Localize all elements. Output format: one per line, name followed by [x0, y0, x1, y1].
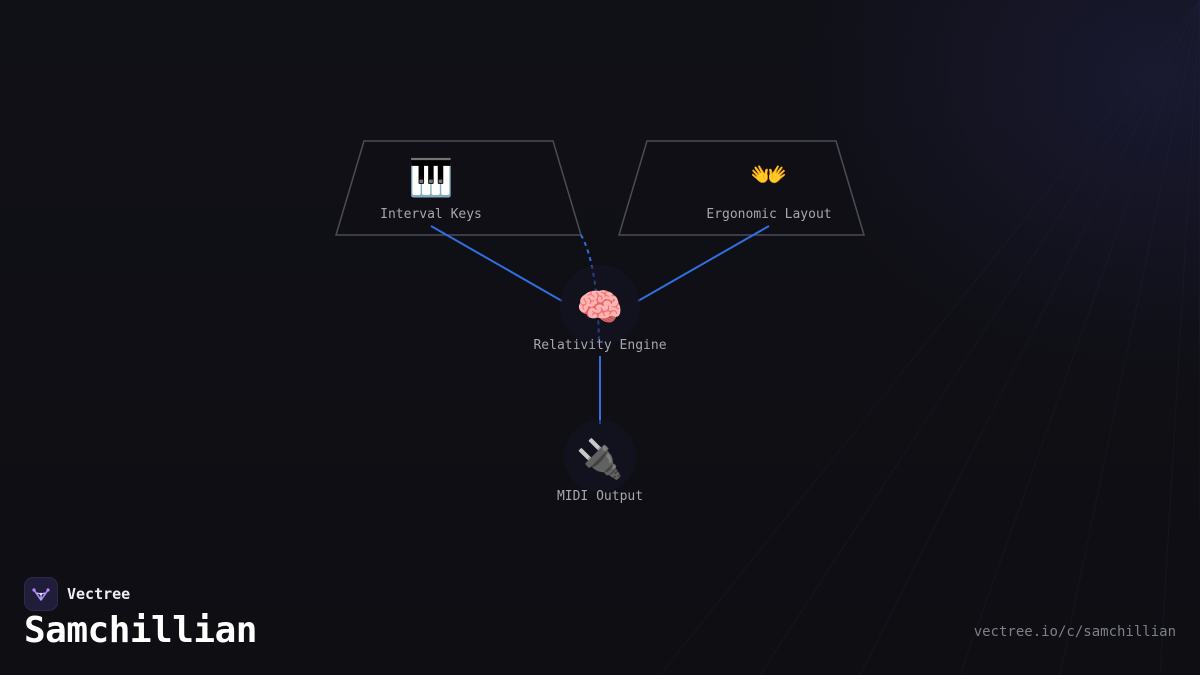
node-label-midi-output: MIDI Output — [557, 489, 643, 504]
project-title: Samchillian — [24, 610, 257, 651]
project-url-link[interactable]: vectree.io/c/samchillian — [973, 624, 1176, 640]
connector-interval-keys-to-engine — [430, 225, 563, 302]
open-hands-icon: 👐 — [750, 158, 787, 193]
brain-icon: 🧠 — [576, 285, 623, 329]
node-label-interval-keys: Interval Keys — [380, 207, 482, 222]
connector-ergonomic-layout-to-engine — [637, 225, 770, 302]
brand: Vectree — [24, 577, 130, 611]
ergonomic-layout-frame — [617, 140, 866, 236]
node-label-ergonomic-layout: Ergonomic Layout — [706, 207, 831, 222]
brand-name: Vectree — [67, 585, 131, 603]
vectree-logo-icon — [24, 577, 58, 611]
electric-plug-icon: 🔌 — [576, 437, 623, 481]
piano-keys-icon: 🎹 — [409, 157, 454, 199]
node-label-relativity-engine: Relativity Engine — [533, 338, 666, 353]
